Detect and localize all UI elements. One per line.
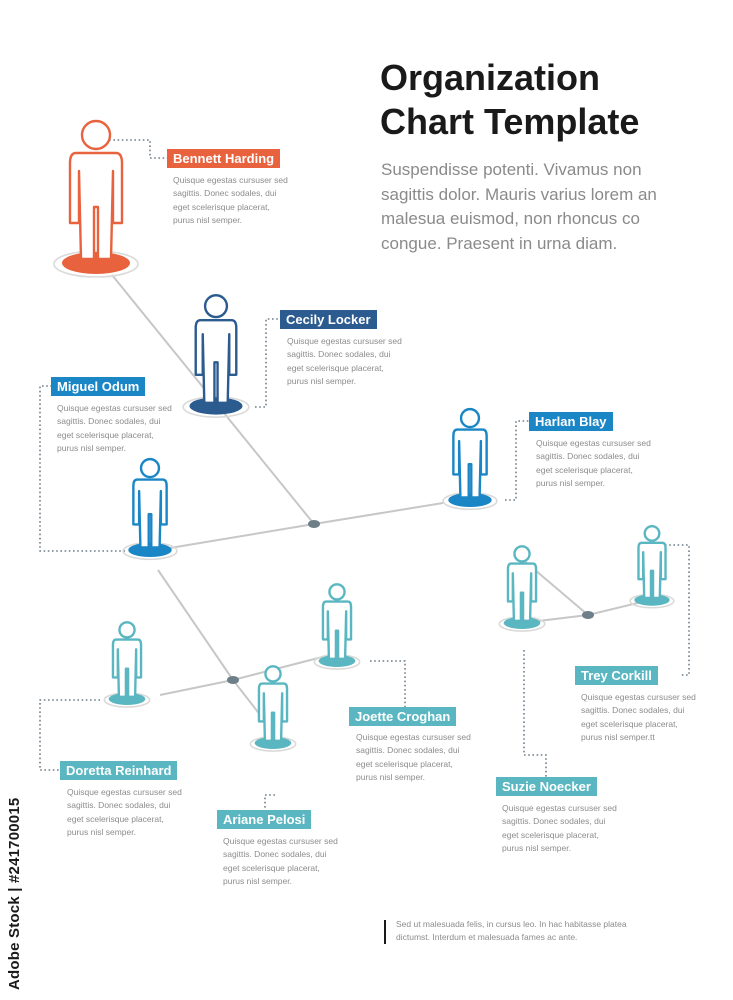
footer-accent-bar: [384, 920, 386, 944]
connector-line: [159, 679, 234, 696]
dotted-leader-line: [665, 544, 690, 676]
name-tag-bennett-harding: Bennett Harding: [167, 149, 281, 168]
name-tag-ariane-pelosi: Ariane Pelosi: [217, 810, 312, 829]
person-head: [643, 524, 661, 542]
platform-disc: [448, 492, 492, 508]
person-body: [132, 478, 168, 549]
intro-paragraph: Suspendisse potenti. Vivamus non sagitti…: [381, 160, 657, 253]
desc-trey-corkill: Quisque egestas cursuser sed sagittis. D…: [581, 692, 696, 742]
desc-cecily-locker: Quisque egestas cursuser sed sagittis. D…: [287, 336, 402, 386]
person-body: [452, 428, 488, 499]
person-icon-suzie-noecker: [498, 545, 546, 632]
platform-disc: [189, 397, 243, 415]
dotted-leader-line: [217, 794, 275, 820]
person-icon-miguel-odum: [122, 457, 178, 561]
dotted-leader-line: [255, 318, 280, 408]
connector-line: [232, 654, 331, 681]
person-head: [80, 119, 112, 151]
person-icon-doretta-reinhard: [103, 621, 151, 708]
person-icons: [53, 119, 675, 752]
person-head: [459, 407, 481, 429]
person-head: [328, 583, 346, 601]
footer-note: Sed ut malesuada felis, in cursus leo. I…: [396, 919, 627, 942]
desc-bennett-harding: Quisque egestas cursuser sed sagittis. D…: [173, 175, 288, 225]
name-tag-harlan-blay: Harlan Blay: [529, 412, 613, 431]
platform-disc: [128, 542, 172, 558]
dotted-leader-line: [523, 650, 547, 777]
name-tag-miguel-odum: Miguel Odum: [51, 377, 146, 396]
person-icon-ariane-pelosi: [249, 665, 297, 752]
person-body: [111, 638, 143, 699]
dotted-leader-line: [505, 420, 529, 501]
dotted-leader-line: [105, 139, 167, 159]
person-icon-joette-croghan: [313, 583, 361, 670]
name-tag-suzie-noecker: Suzie Noecker: [496, 777, 597, 796]
dotted-leader-line: [39, 699, 100, 771]
person-body: [321, 600, 353, 661]
person-icon-harlan-blay: [442, 407, 498, 511]
name-tag-cecily-locker: Cecily Locker: [280, 310, 377, 329]
person-body: [68, 151, 124, 261]
person-body: [506, 562, 538, 623]
connector-line: [313, 502, 444, 525]
title-line-2: Chart Template: [380, 101, 640, 142]
person-icon-cecily-locker: [182, 294, 250, 418]
title-line-1: Organization: [380, 57, 601, 98]
platform-ring: [182, 396, 250, 418]
platform-disc: [62, 252, 130, 274]
platform-ring: [442, 491, 498, 511]
person-head: [118, 621, 136, 639]
junction-node: [582, 611, 594, 619]
person-head: [203, 294, 229, 319]
page-title: Organization Chart Template: [380, 56, 710, 144]
person-icon-bennett-harding: [53, 119, 139, 278]
platform-ring: [53, 250, 139, 278]
dotted-leader-line: [39, 385, 125, 552]
name-tag-joette-croghan: Joette Croghan: [349, 707, 457, 726]
person-icon-trey-corkill: [629, 524, 675, 609]
desc-ariane-pelosi: Quisque egestas cursuser sed sagittis. D…: [223, 836, 338, 886]
platform-ring: [122, 541, 178, 561]
stock-watermark-text: Adobe Stock | #241700015: [6, 797, 23, 990]
desc-suzie-noecker: Quisque egestas cursuser sed sagittis. D…: [502, 803, 617, 853]
connector-line: [169, 523, 315, 549]
name-tag-trey-corkill: Trey Corkill: [575, 666, 658, 685]
name-tag-doretta-reinhard: Doretta Reinhard: [60, 761, 178, 780]
person-body: [257, 682, 289, 743]
person-body: [194, 319, 238, 405]
person-head: [264, 665, 282, 683]
connector-line: [157, 569, 234, 681]
desc-harlan-blay: Quisque egestas cursuser sed sagittis. D…: [536, 438, 651, 488]
person-head: [513, 545, 531, 563]
junction-node: [308, 520, 320, 528]
desc-miguel-odum: Quisque egestas cursuser sed sagittis. D…: [57, 403, 172, 453]
desc-doretta-reinhard: Quisque egestas cursuser sed sagittis. D…: [67, 787, 182, 837]
person-head: [139, 457, 161, 479]
person-body: [637, 541, 667, 600]
desc-joette-croghan: Quisque egestas cursuser sed sagittis. D…: [356, 732, 471, 782]
junction-node: [227, 676, 239, 684]
connectors: [111, 274, 651, 726]
